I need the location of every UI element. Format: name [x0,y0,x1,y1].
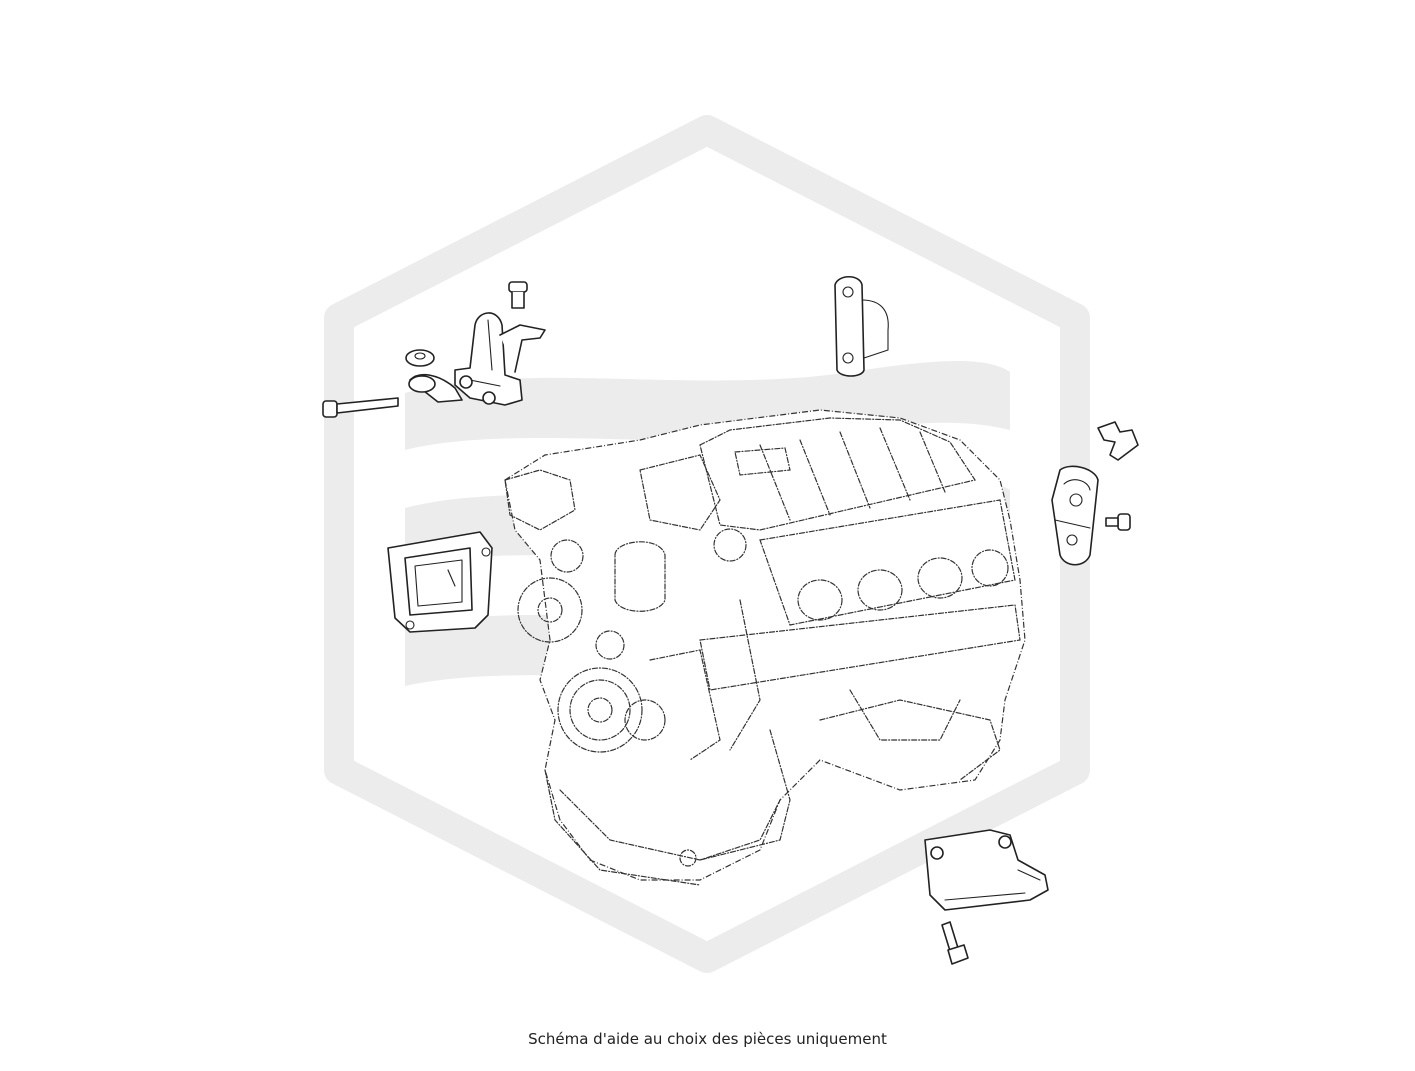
engine-block [504,409,1026,886]
rear-support-bracket [924,829,1049,911]
right-mount-clip [1097,421,1139,461]
transmission-mount-insulator [387,531,493,633]
left-mount-isolator-washers [405,349,436,393]
left-mount-bolt-long [322,397,399,418]
rear-support-bolt [941,921,969,965]
left-engine-mount-bracket [409,312,546,406]
right-engine-mount-bracket [1051,465,1099,566]
diagram-caption: Schéma d'aide au choix des pièces unique… [528,1030,887,1048]
right-mount-bolt [1105,513,1131,531]
left-mount-bolt-short [508,281,528,309]
upper-engine-lift-bracket [834,275,889,377]
